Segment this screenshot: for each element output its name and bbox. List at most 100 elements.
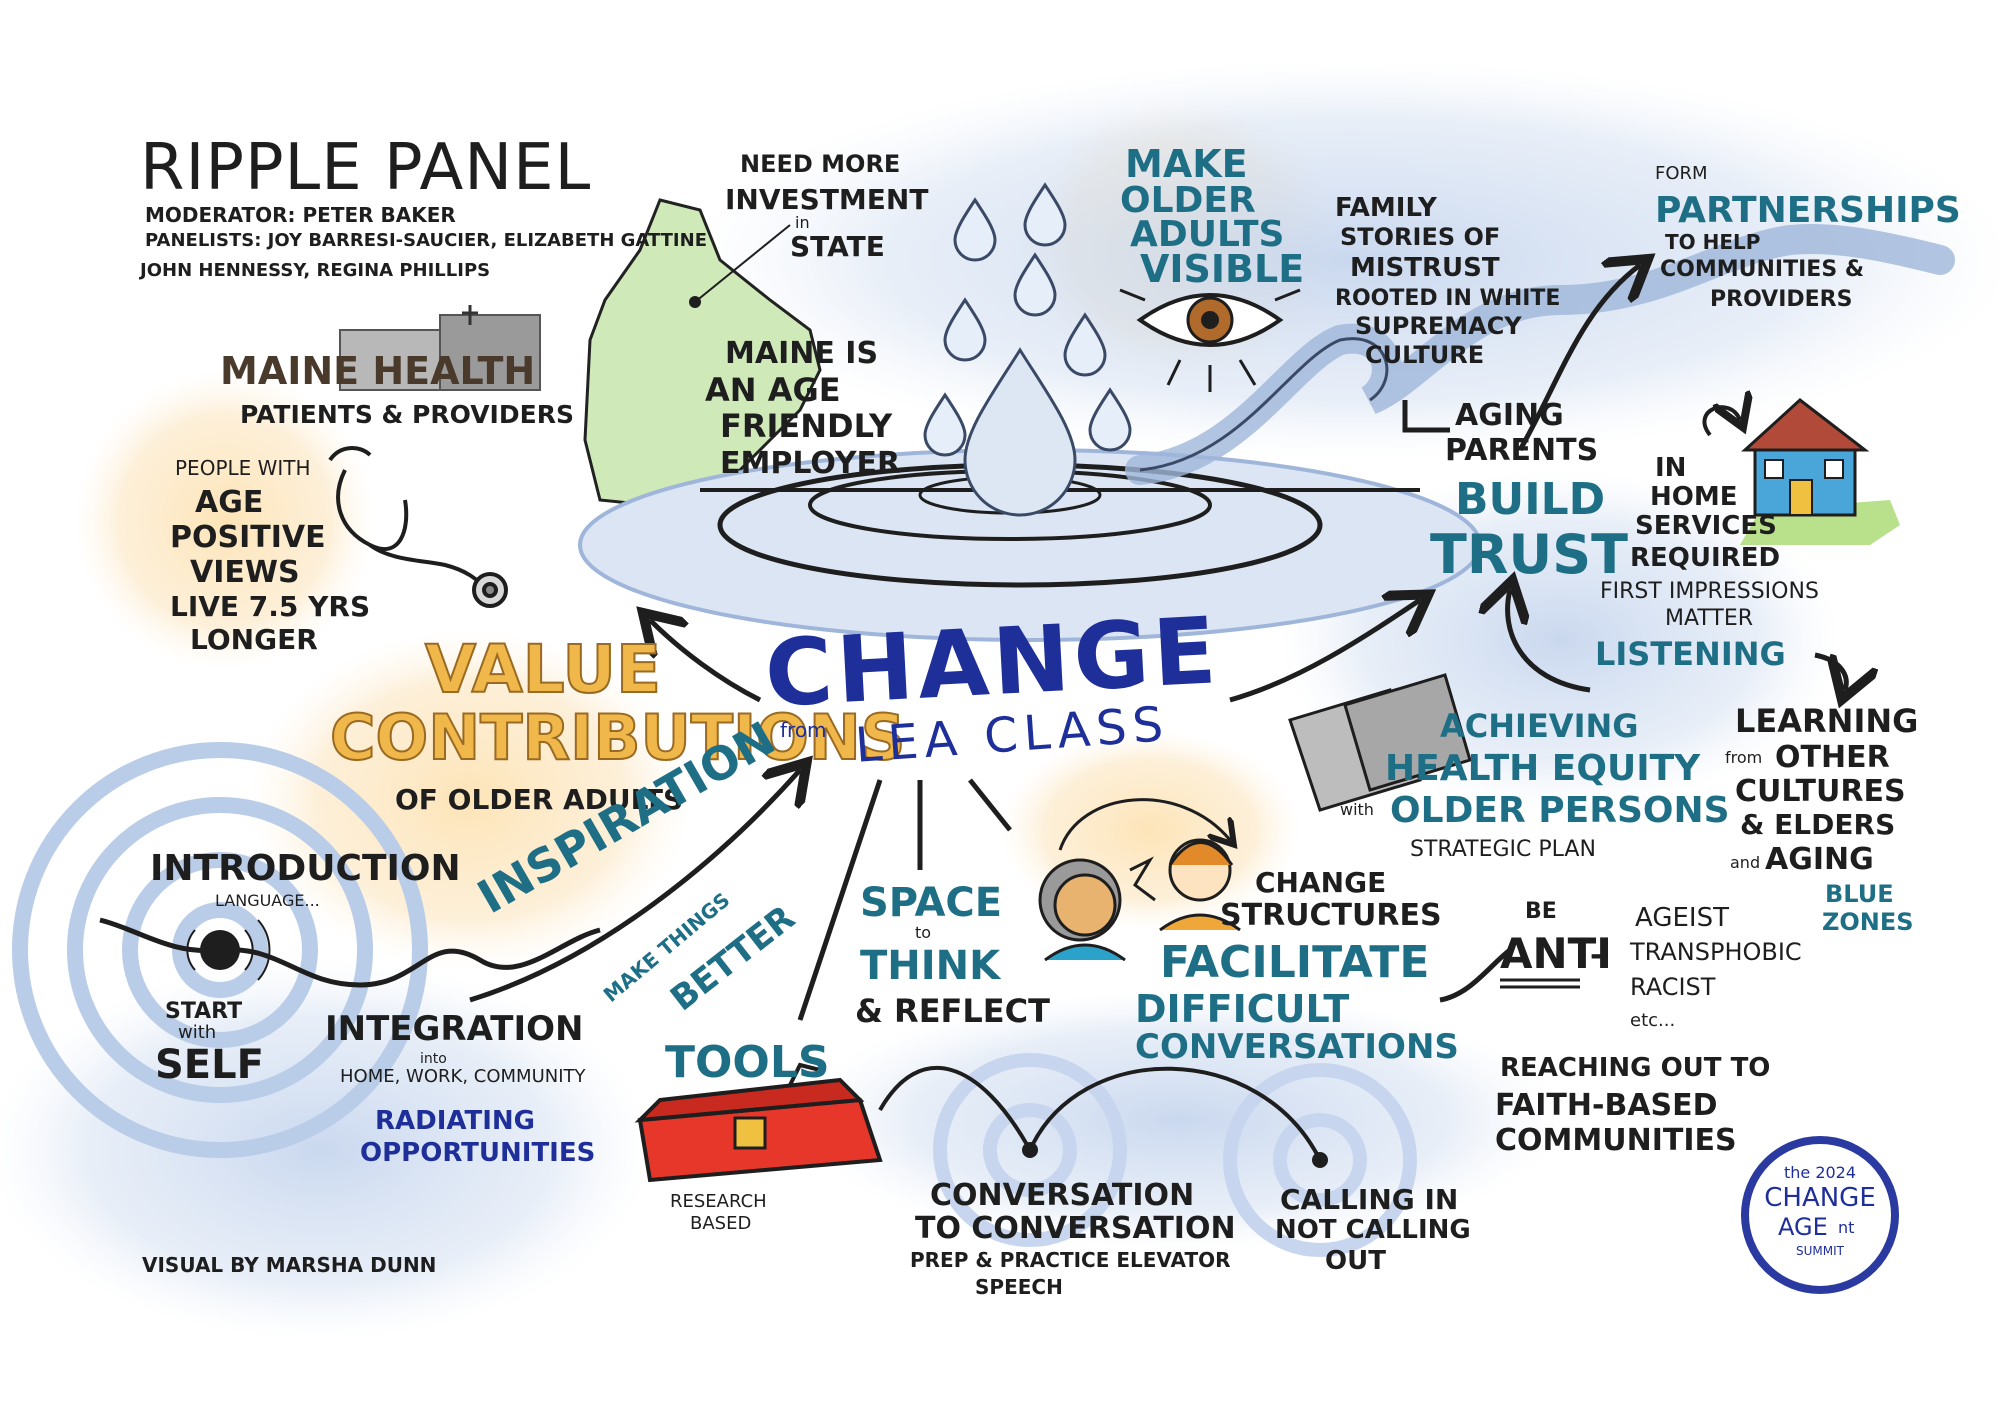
learning-and: and (1730, 853, 1761, 872)
ageist-label: AGEIST (1635, 903, 1729, 933)
contributions-title: CONTRIBUTIONS (329, 701, 906, 774)
family-line-6: CULTURE (1365, 341, 1485, 369)
wave-line (1139, 337, 1389, 472)
arrow-to-value (650, 620, 762, 703)
conversation-ripples (933, 1053, 1417, 1257)
drop-4 (943, 297, 987, 362)
need-more-label: NEED MORE (740, 150, 901, 178)
conversation-dot-1 (1022, 1142, 1038, 1158)
be-label: BE (1525, 899, 1557, 924)
conversation-arc (878, 1066, 1322, 1161)
conversation-line-1: CONVERSATION (930, 1178, 1195, 1213)
arrow-inspiration (469, 770, 800, 1003)
employer-label: EMPLOYER (720, 446, 901, 481)
self-ripple-marks (186, 919, 271, 981)
house-icon (1702, 400, 1900, 545)
self-wave-line (99, 917, 601, 988)
change-from: from (780, 718, 827, 742)
integration-title: INTEGRATION (325, 1009, 584, 1049)
in-home-line-2: HOME (1650, 482, 1738, 512)
summit-year: the 2024 (1783, 1163, 1857, 1182)
faith-line-2: FAITH-BASED (1495, 1088, 1718, 1123)
conversation-line-4: SPEECH (975, 1275, 1063, 1299)
elders-label: & ELDERS (1740, 808, 1896, 841)
radiating-line-2: OPPORTUNITIES (360, 1138, 596, 1168)
investment-label: INVESTMENT (725, 183, 929, 216)
in-home-line-4: REQUIRED (1630, 543, 1781, 573)
hospital-icon (339, 305, 541, 391)
other-label: OTHER (1775, 740, 1890, 775)
age-label: an AGE (705, 371, 841, 409)
partnerships-sub-2: COMMUNITIES & (1660, 257, 1865, 282)
rain-drops (923, 182, 1132, 517)
maine-health-label: MAINE HEALTH (220, 349, 536, 393)
drop-6 (923, 392, 967, 457)
calling-line-1: CALLING IN (1280, 1183, 1459, 1216)
health-equity-label: HEALTH EQUITY (1385, 748, 1701, 789)
arrow-listening-right (1814, 652, 1846, 690)
drop-2 (1023, 182, 1067, 247)
aging-culture-label: AGING (1765, 842, 1874, 877)
transphobic-label: TRANSPHOBIC (1630, 938, 1802, 966)
cultures-label: CULTURES (1735, 774, 1906, 809)
panelists-line-1: PANELISTS: JOY BARRESI-SAUCIER, ELIZABET… (145, 230, 707, 251)
racist-label: RACIST (1630, 973, 1716, 1001)
age-positive-6: LONGER (190, 623, 318, 656)
integration-into: into (420, 1051, 447, 1067)
summit-label: SUMMIT (1796, 1244, 1844, 1258)
arrow-listening (1508, 590, 1591, 693)
value-title: VALUE (424, 631, 662, 708)
blue-wash-bottom-left (0, 960, 650, 1340)
conversation-line-2: to CONVERSATION (915, 1211, 1236, 1246)
first-impressions-line-2: MATTER (1665, 606, 1753, 631)
blue-wash-bottom-mid (800, 990, 1560, 1250)
aging-label: AGING (1455, 398, 1564, 433)
research-label: RESEARCH (670, 1191, 767, 1212)
moderator-label: MODERATOR: PETER BAKER (145, 203, 456, 227)
summit-change: CHANGE (1764, 1183, 1876, 1213)
reflect-label: & REFLECT (855, 992, 1050, 1030)
tools-label: TOOLS (665, 1037, 830, 1088)
self-dot (200, 930, 240, 970)
faith-line-1: REACHING OUT to (1500, 1053, 1771, 1083)
drop-1 (953, 197, 997, 262)
calling-line-3: OUT (1325, 1246, 1386, 1276)
age-positive-1: PEOPLE with (175, 456, 311, 480)
in-home-line-3: SERVICES (1635, 511, 1777, 541)
drop-7 (1088, 387, 1132, 452)
orange-wash-left (75, 370, 375, 670)
conversation-dot-2 (1312, 1152, 1328, 1168)
drop-3 (1013, 252, 1057, 317)
faith-line-3: COMMUNITIES (1495, 1123, 1737, 1158)
maine-map (583, 198, 822, 507)
family-line-2: STORIES of (1340, 223, 1501, 251)
maine-is-label: MAINE is (725, 336, 879, 371)
build-label: BUILD (1455, 474, 1606, 525)
drop-5 (1063, 312, 1107, 377)
conversations-label: CONVERSATIONS (1135, 1027, 1459, 1067)
line-aging (1402, 400, 1450, 433)
partnerships-title: PARTNERSHIPS (1655, 190, 1961, 231)
trust-label: TRUST (1430, 523, 1628, 586)
arrow-to-partnerships (1517, 265, 1640, 452)
space-to: to (915, 923, 932, 942)
line-faces (968, 778, 1012, 832)
calling-line-2: NOT CALLING (1275, 1215, 1471, 1245)
people-faces-icon (1038, 798, 1241, 962)
learning-from: from (1725, 748, 1763, 767)
stethoscope-icon (328, 446, 508, 608)
visible-line-2: OLDER (1120, 180, 1256, 221)
conversation-line-3: PREP & PRACTICE ELEVATOR (910, 1248, 1231, 1272)
family-line-3: MISTRUST (1350, 253, 1500, 283)
form-label: FORM (1655, 163, 1708, 184)
summit-nt: nt (1838, 1218, 1855, 1237)
zones-label: ZONES (1822, 908, 1914, 936)
parents-label: PARENTS (1445, 433, 1599, 468)
eye-icon (1119, 288, 1301, 392)
partnerships-sub-1: to HELP (1665, 230, 1761, 254)
maine-map-pointer (694, 224, 791, 303)
older-adults-label: of OLDER ADULTS (395, 783, 684, 816)
blue-label: BLUE (1825, 880, 1894, 908)
listening-label: LISTENING (1595, 635, 1786, 673)
